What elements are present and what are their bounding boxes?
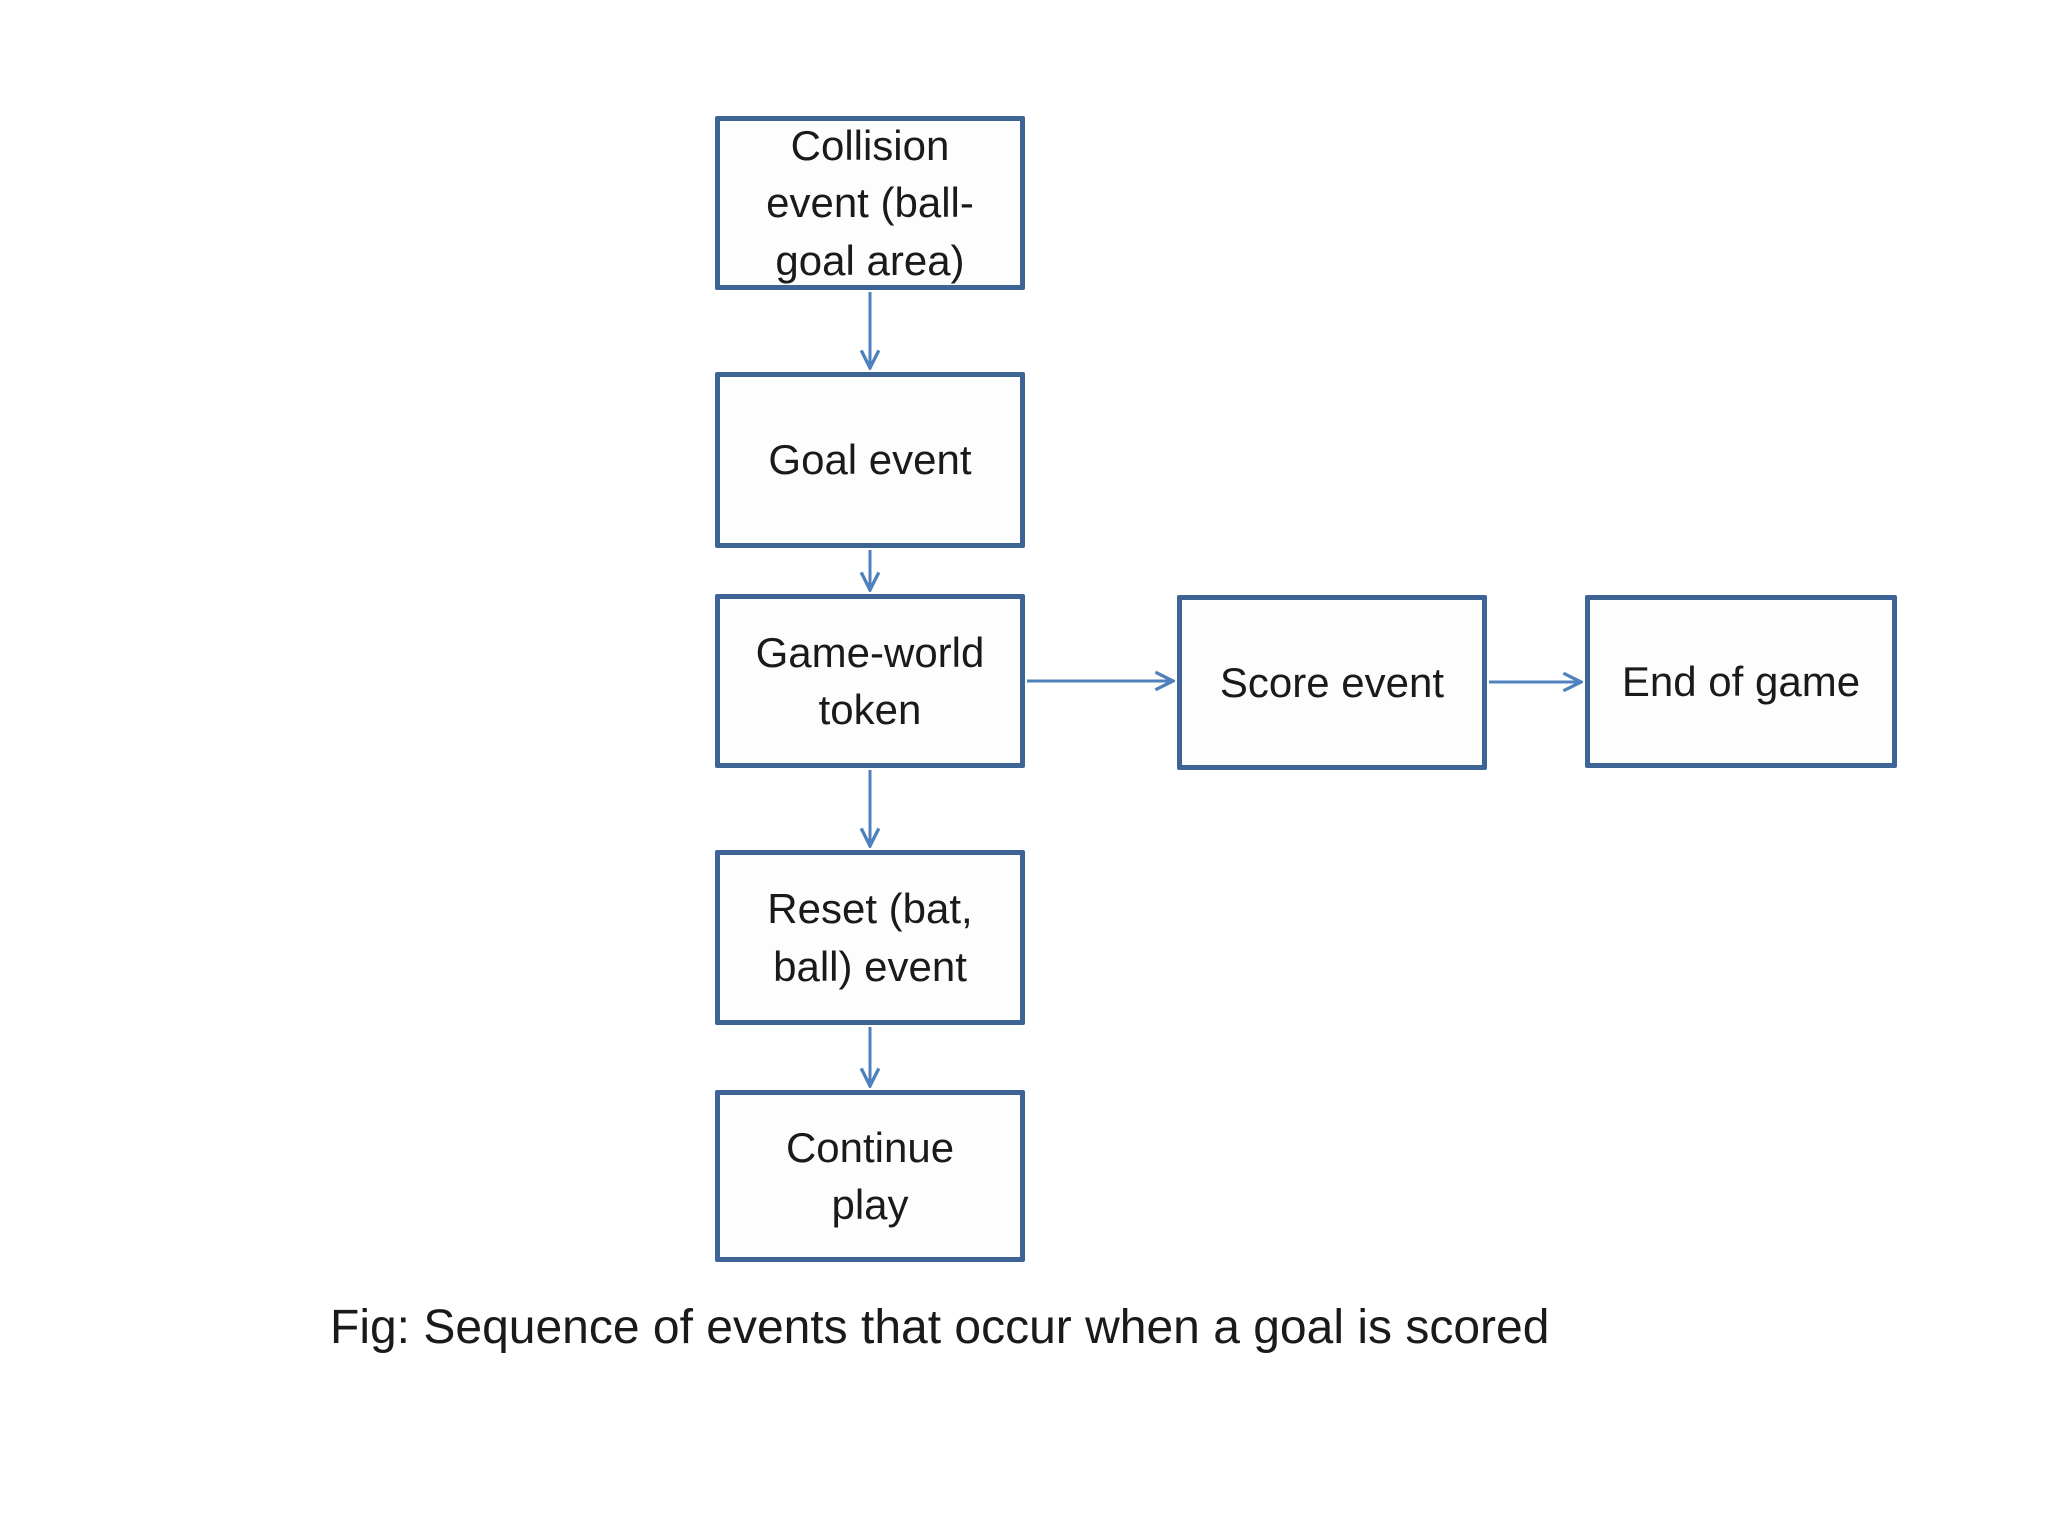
node-reset-event: Reset (bat, ball) event <box>715 850 1025 1025</box>
node-continue-play: Continue play <box>715 1090 1025 1262</box>
node-game-world-token: Game-world token <box>715 594 1025 768</box>
node-score-event-label: Score event <box>1219 658 1445 706</box>
node-reset-event-label: Reset (bat, ball) event <box>767 885 973 990</box>
node-end-of-game: End of game <box>1585 595 1897 768</box>
node-continue-play-label: Continue play <box>785 1123 955 1228</box>
node-goal-event-label: Goal event <box>768 436 972 484</box>
node-end-of-game-label: End of game <box>1621 657 1861 705</box>
node-score-event: Score event <box>1177 595 1487 770</box>
node-collision-event: Collision event (ball- goal area) <box>715 116 1025 290</box>
figure-caption: Fig: Sequence of events that occur when … <box>330 1301 1550 1354</box>
node-game-world-token-label: Game-world token <box>755 628 985 733</box>
node-goal-event: Goal event <box>715 372 1025 548</box>
node-collision-event-label: Collision event (ball- goal area) <box>766 122 974 284</box>
